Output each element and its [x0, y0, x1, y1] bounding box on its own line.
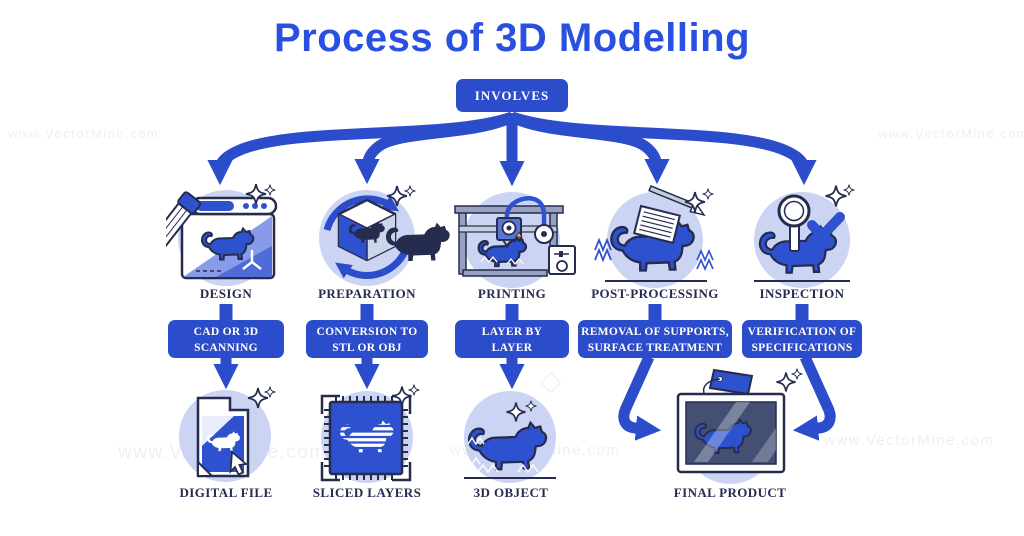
- post-processing-surface-icon: [594, 185, 714, 288]
- magnifier-icon: [777, 194, 811, 252]
- step-label-design: DESIGN: [199, 286, 253, 301]
- page-title: Process of 3D Modelling: [273, 16, 751, 60]
- final-product-tagged-icon: [676, 368, 803, 484]
- step-label-post-processing: POST-PROCESSING: [591, 286, 719, 301]
- detail-line: STL OR OBJ: [332, 341, 402, 354]
- stub-preparation: [360, 304, 374, 322]
- output-label-digital-file: DIGITAL FILE: [179, 485, 273, 500]
- step-label-inspection: INSPECTION: [759, 286, 845, 301]
- trees-left: [594, 237, 612, 263]
- sparkle-icon: [702, 188, 714, 200]
- detail-line: SURFACE TREATMENT: [587, 341, 723, 354]
- sandpaper-sheet: [633, 204, 682, 245]
- arrow-final-product-left: [618, 354, 662, 441]
- stub-inspection: [795, 304, 809, 322]
- slice-lines: [332, 424, 400, 461]
- detail-line: LAYER BY: [481, 326, 543, 338]
- watermark-text: www.VectorMine.com: [8, 126, 160, 141]
- axis-glyph: [242, 250, 262, 270]
- output-label-3d-object: 3D OBJECT: [473, 485, 549, 500]
- pencil-icon: [166, 191, 202, 250]
- filament-tube: [504, 196, 547, 227]
- display-frame: [676, 392, 786, 474]
- detail-line: SCANNING: [194, 341, 258, 354]
- trees-right: [696, 249, 714, 271]
- sparkle-icon: [775, 371, 797, 393]
- preparation-cube-rotation-icon: [319, 185, 450, 286]
- output-label-sliced-layers: SLICED LAYERS: [312, 485, 422, 500]
- detail-line: SPECIFICATIONS: [751, 341, 853, 354]
- 3d-object-mesh-icon: [464, 391, 556, 483]
- detail-line: REMOVAL OF SUPPORTS,: [581, 326, 729, 338]
- 3d-printer-icon: [454, 192, 576, 288]
- mesh-marks: [480, 255, 524, 266]
- watermark-diamond-icon: ◇: [540, 365, 562, 396]
- detail-line: CAD OR 3D: [193, 326, 259, 338]
- fan-arrow-preparation: [354, 111, 515, 185]
- step-label-printing: PRINTING: [477, 286, 547, 301]
- watermark-text: www.VectorMine.com: [878, 126, 1024, 141]
- mesh-texture: [467, 436, 539, 474]
- control-box: [548, 245, 576, 275]
- detail-box-inspection: VERIFICATION OF SPECIFICATIONS: [742, 320, 862, 358]
- stub-printing: [505, 304, 519, 322]
- cursor-icon: [229, 450, 249, 476]
- stub-post-processing: [648, 304, 662, 322]
- detail-box-design: CAD OR 3D SCANNING: [168, 320, 284, 358]
- fan-arrow-inspection: [510, 111, 817, 186]
- sparkle-icon: [408, 384, 420, 396]
- stub-design: [219, 304, 233, 322]
- sparkle-icon: [264, 184, 276, 196]
- root-node-involves: INVOLVES: [456, 79, 568, 112]
- detail-line: CONVERSION TO: [316, 326, 418, 338]
- sliced-layers-chip-icon: [320, 384, 420, 483]
- step-label-preparation: PREPARATION: [318, 286, 416, 301]
- checkmark-icon: [807, 212, 845, 241]
- inspection-magnifier-icon: [754, 184, 855, 288]
- output-label-final-product: FINAL PRODUCT: [673, 485, 787, 500]
- digital-file-icon: [179, 386, 276, 482]
- detail-box-printing: LAYER BY LAYER: [455, 320, 569, 358]
- sparkle-icon: [264, 386, 276, 398]
- rotation-arrows: [323, 195, 411, 279]
- design-sketch-window-icon: [166, 184, 278, 286]
- chip-ticks: [324, 396, 408, 480]
- sparkle-icon: [791, 368, 803, 380]
- detail-line: LAYER: [491, 341, 533, 354]
- detail-line: VERIFICATION OF: [747, 326, 857, 338]
- sparkle-icon: [404, 185, 416, 197]
- watermark-text: www.VectorMine.com: [824, 432, 995, 449]
- sparkle-icon: [843, 184, 855, 196]
- detail-box-post-processing: REMOVAL OF SUPPORTS, SURFACE TREATMENT: [578, 320, 732, 358]
- arrow-final-product-right: [792, 354, 836, 441]
- price-tag-icon: [702, 368, 754, 396]
- detail-box-preparation: CONVERSION TO STL OR OBJ: [306, 320, 428, 358]
